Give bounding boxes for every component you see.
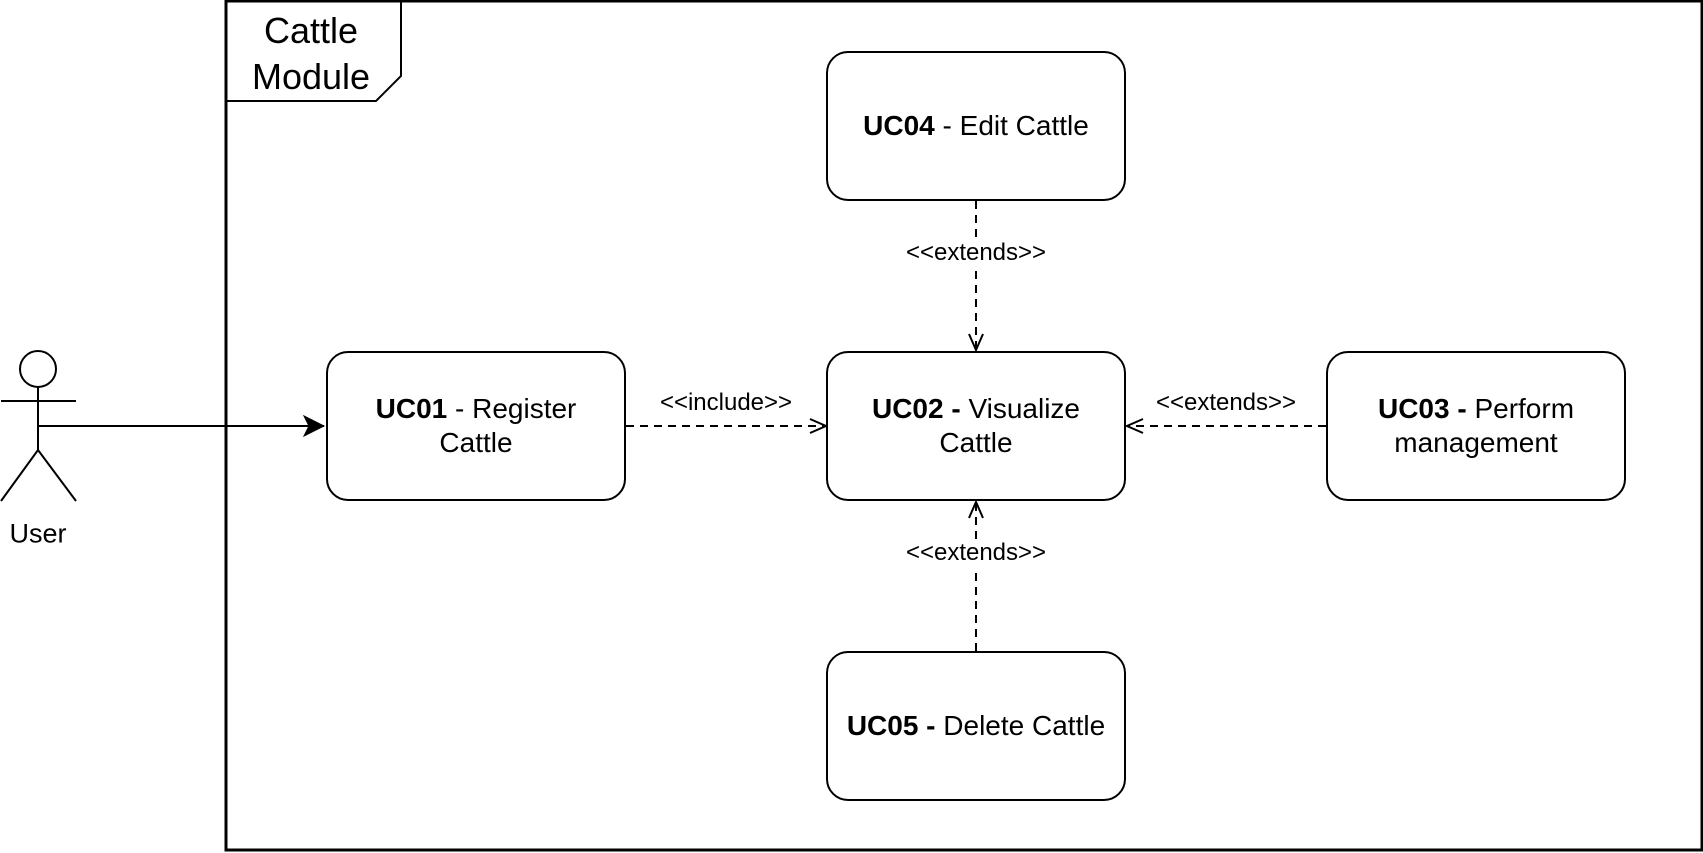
use-case-uc05-name: Delete Cattle xyxy=(943,710,1106,741)
extends-label-right: <<extends>> xyxy=(1153,389,1299,417)
frame-label-tab xyxy=(226,1,402,102)
use-case-uc05: UC05 - Delete Cattle xyxy=(826,651,1126,801)
use-case-uc05-code: UC05 xyxy=(846,710,919,741)
frame-label-line-2: Module xyxy=(251,56,371,97)
use-case-uc02: UC02 - Visualize Cattle xyxy=(826,351,1126,501)
use-case-uc04-sep: - xyxy=(934,110,960,141)
use-case-uc01: UC01 - Register Cattle xyxy=(326,351,626,501)
actor-user-label: User xyxy=(9,518,67,549)
use-case-uc04-name: Edit Cattle xyxy=(959,110,1089,141)
actor-user-icon xyxy=(0,350,77,502)
use-case-uc02-name: Visualize Cattle xyxy=(939,393,1081,458)
use-case-uc05-sep: - xyxy=(918,710,944,741)
frame-label: Cattle Module xyxy=(226,8,396,100)
frame-label-line-1: Cattle xyxy=(263,10,359,51)
extends-label-top: <<extends>> xyxy=(903,239,1049,267)
use-case-uc04-code: UC04 xyxy=(863,110,935,141)
include-label: <<include>> xyxy=(657,389,795,417)
use-case-uc04: UC04 - Edit Cattle xyxy=(826,51,1126,201)
use-case-uc03-name: Perform management xyxy=(1394,393,1575,458)
use-case-uc02-code: UC02 xyxy=(871,393,944,424)
use-case-uc01-code: UC01 xyxy=(375,393,448,424)
use-case-uc03-code: UC03 xyxy=(1377,393,1450,424)
use-case-uc03: UC03 - Perform management xyxy=(1326,351,1626,501)
use-case-uc02-sep: - xyxy=(943,393,969,424)
use-case-uc01-name: Register Cattle xyxy=(439,393,577,458)
use-case-uc01-sep: - xyxy=(447,393,473,424)
use-case-uc03-sep: - xyxy=(1449,393,1475,424)
extends-label-bottom: <<extends>> xyxy=(903,539,1049,567)
